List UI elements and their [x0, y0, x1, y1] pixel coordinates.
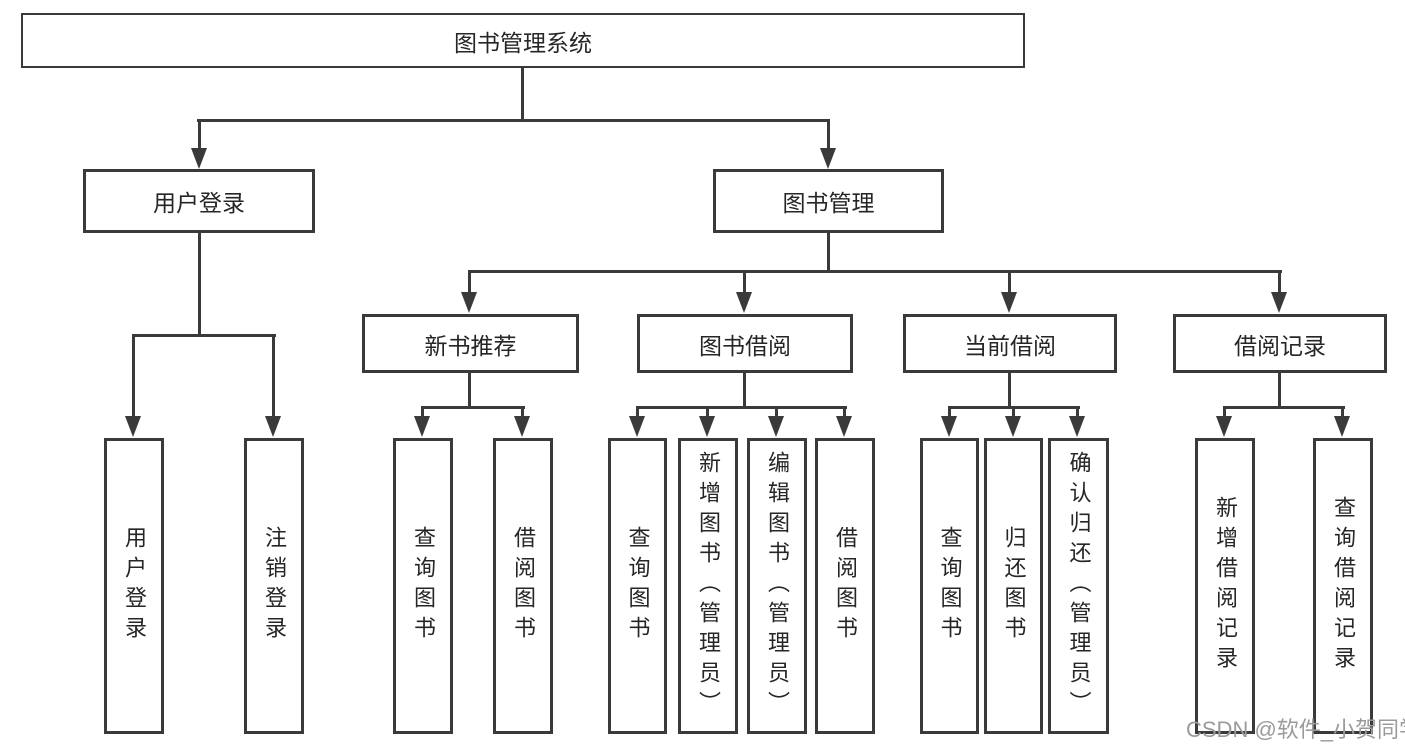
node-leaf-rec-query-record: 查询借阅记录: [1313, 438, 1373, 734]
arrowhead-nb-query: [414, 416, 430, 437]
edge-to-cb-query: [948, 406, 951, 418]
node-leaf-rec-add-record: 新增借阅记录: [1195, 438, 1255, 734]
arrowhead-logout-leaf: [265, 416, 281, 437]
arrowhead-cb-return: [1005, 416, 1021, 437]
node-new-book-recommend: 新书推荐: [362, 314, 579, 373]
node-borrowing-records: 借阅记录: [1173, 314, 1387, 373]
arrowhead-borrow-records: [1271, 292, 1287, 313]
arrowhead-new-book: [461, 292, 477, 313]
leaf-label: 新增图书（管理员）: [696, 451, 721, 721]
node-user-login: 用户登录: [83, 169, 315, 233]
node-leaf-bb-add-books-admin: 新增图书（管理员）: [678, 438, 738, 734]
node-label: 当前借阅: [964, 332, 1056, 359]
arrowhead-cb-query: [941, 416, 957, 437]
leaf-label: 新增借阅记录: [1213, 496, 1238, 676]
leaf-label: 查询图书: [625, 526, 651, 646]
edge-to-new-book: [468, 270, 471, 294]
arrowhead-cb-confirm: [1069, 416, 1085, 437]
leaf-label: 归还图书: [1001, 526, 1027, 646]
edge-to-current-borrow: [1008, 270, 1011, 294]
node-leaf-user-login: 用户登录: [104, 438, 164, 734]
edge-to-bb-add: [706, 406, 709, 418]
node-current-borrowing: 当前借阅: [903, 314, 1117, 373]
edge-user-login-branch: [132, 334, 276, 337]
edge-to-book-borrow: [743, 270, 746, 294]
node-library-management-system: 图书管理系统: [21, 13, 1025, 68]
edge-current-stem: [1008, 373, 1011, 409]
node-leaf-cb-confirm-return-admin: 确认归还（管理员）: [1048, 438, 1109, 734]
edge-records-branch: [1223, 406, 1345, 409]
node-book-management: 图书管理: [713, 169, 944, 233]
edge-to-user-login: [198, 119, 201, 150]
edge-records-stem: [1278, 373, 1281, 409]
node-label: 新书推荐: [424, 332, 517, 359]
node-leaf-cb-query-books: 查询图书: [920, 438, 979, 734]
node-leaf-bb-query-books: 查询图书: [608, 438, 667, 734]
arrowhead-bb-query: [629, 416, 645, 437]
leaf-label: 确认归还（管理员）: [1066, 451, 1092, 721]
node-label: 借阅记录: [1234, 332, 1326, 359]
leaf-label: 注销登录: [262, 526, 287, 646]
edge-to-login-leaf: [132, 334, 135, 418]
edge-to-book-management: [827, 119, 830, 150]
leaf-label: 用户登录: [122, 526, 147, 646]
arrowhead-rec-add: [1216, 416, 1232, 437]
node-leaf-bb-borrow-books: 借阅图书: [815, 438, 875, 734]
node-leaf-bb-edit-books-admin: 编辑图书（管理员）: [747, 438, 807, 734]
node-leaf-logout: 注销登录: [244, 438, 304, 734]
edge-to-cb-return: [1012, 406, 1015, 418]
node-label: 图书管理: [782, 190, 875, 216]
node-book-borrowing: 图书借阅: [637, 314, 853, 373]
node-leaf-cb-return-books: 归还图书: [984, 438, 1043, 734]
arrowhead-book-borrow: [736, 292, 752, 313]
edge-to-nb-borrow: [521, 406, 524, 418]
leaf-label: 查询图书: [937, 526, 963, 646]
edge-to-bb-query: [636, 406, 639, 418]
edge-new-book-stem: [468, 373, 471, 409]
edge-book-borrow-stem: [743, 373, 746, 409]
edge-to-borrow-records: [1278, 270, 1281, 294]
edge-book-borrow-branch: [636, 406, 847, 409]
edge-to-cb-confirm: [1076, 406, 1079, 418]
node-label: 图书管理系统: [454, 29, 592, 56]
arrowhead-book-management: [820, 148, 836, 169]
arrowhead-current-borrow: [1001, 292, 1017, 313]
arrowhead-login-leaf: [125, 416, 141, 437]
leaf-label: 借阅图书: [833, 526, 858, 646]
node-label: 用户登录: [153, 190, 245, 216]
edge-to-nb-query: [421, 406, 424, 418]
edge-to-rec-query: [1341, 406, 1344, 418]
edge-new-book-branch: [421, 406, 525, 409]
edge-book-management-stem: [827, 233, 830, 273]
edge-to-bb-edit: [775, 406, 778, 418]
leaf-label: 查询借阅记录: [1331, 496, 1356, 676]
edge-book-management-branch: [468, 270, 1282, 273]
arrowhead-nb-borrow: [514, 416, 530, 437]
node-label: 图书借阅: [699, 332, 791, 359]
leaf-label: 编辑图书（管理员）: [765, 451, 790, 721]
edge-root-stem: [521, 68, 524, 121]
arrowhead-user-login: [191, 148, 207, 169]
arrowhead-bb-edit: [768, 416, 784, 437]
edge-root-branch: [197, 119, 830, 122]
arrowhead-bb-borrow: [836, 416, 852, 437]
node-leaf-nb-query-books: 查询图书: [393, 438, 453, 734]
leaf-label: 借阅图书: [511, 526, 536, 646]
edge-to-rec-add: [1223, 406, 1226, 418]
edge-user-login-stem: [198, 233, 201, 337]
watermark-text: CSDN @软件_小贺同学: [1186, 717, 1405, 742]
leaf-label: 查询图书: [411, 526, 436, 646]
arrowhead-bb-add: [699, 416, 715, 437]
edge-to-bb-borrow: [843, 406, 846, 418]
edge-to-logout-leaf: [272, 334, 275, 418]
arrowhead-rec-query: [1334, 416, 1350, 437]
node-leaf-nb-borrow-books: 借阅图书: [493, 438, 553, 734]
